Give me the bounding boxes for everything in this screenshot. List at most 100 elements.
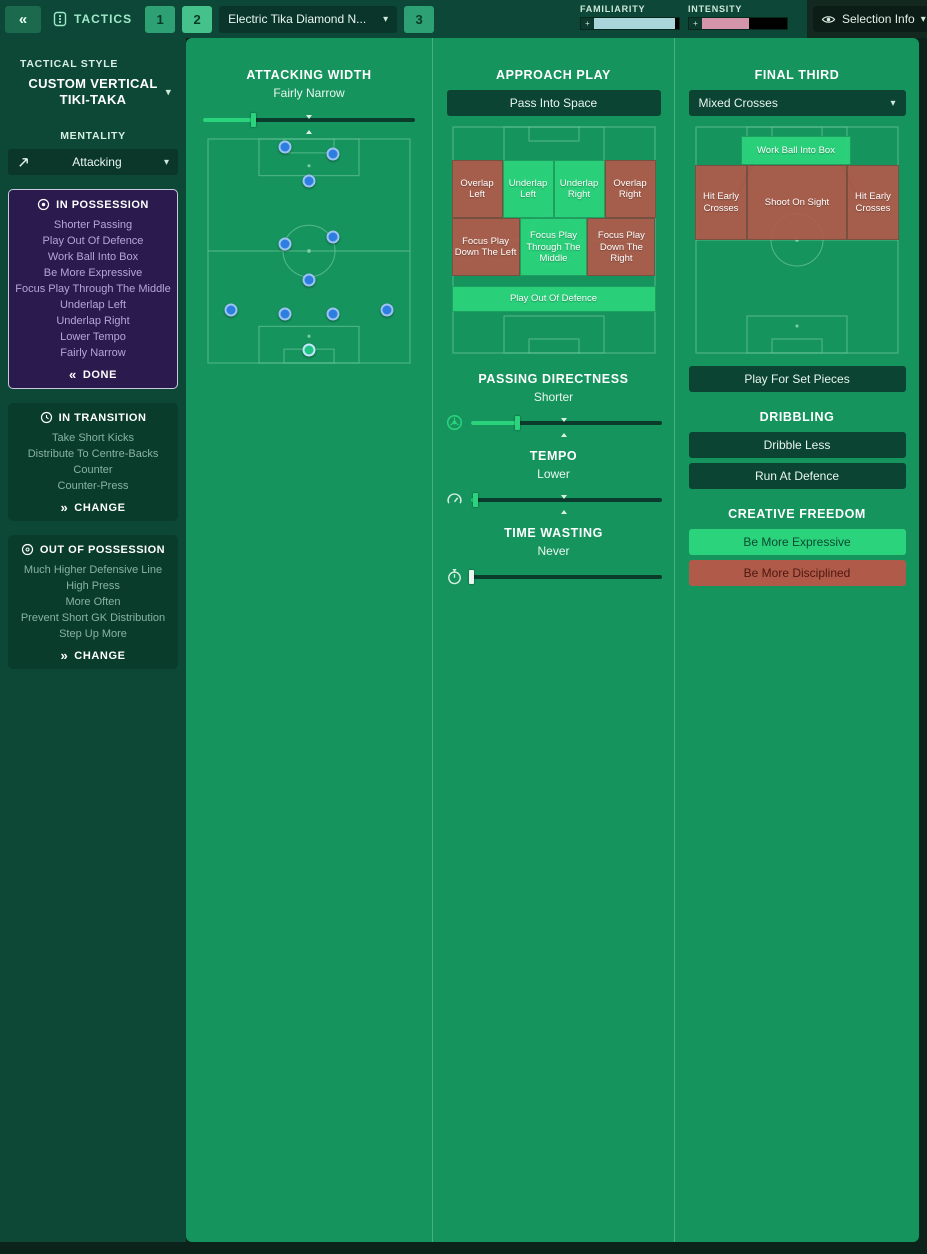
run-at-defence-button[interactable]: Run At Defence bbox=[688, 463, 906, 489]
passing-directness-label: PASSING DIRECTNESS bbox=[478, 372, 629, 386]
zone-focus-middle[interactable]: Focus Play Through The Middle bbox=[519, 218, 588, 277]
topbar: « TACTICS 1 2 Electric Tika Diamond N...… bbox=[0, 0, 927, 38]
tactic-tab-1[interactable]: 1 bbox=[145, 5, 176, 33]
change-in-transition-button[interactable]: » CHANGE bbox=[60, 500, 126, 515]
player-dot[interactable] bbox=[326, 147, 340, 161]
passing-directness-value: Shorter bbox=[533, 390, 574, 404]
default-marker-icon bbox=[561, 432, 568, 437]
instruction-item: Underlap Left bbox=[59, 299, 127, 311]
player-dot[interactable] bbox=[224, 303, 238, 317]
passing-directness-slider[interactable] bbox=[446, 414, 662, 437]
familiarity-bar: + bbox=[580, 17, 680, 30]
approach-play-section: APPROACH PLAY Pass Into Space Overlap Le… bbox=[432, 38, 674, 1242]
instruction-item: Counter bbox=[73, 464, 113, 476]
double-chevron-left-icon: « bbox=[18, 10, 28, 28]
instruction-item: Work Ball Into Box bbox=[47, 251, 139, 263]
player-dot[interactable] bbox=[302, 273, 316, 287]
player-dot[interactable] bbox=[302, 174, 316, 188]
zone-overlap-right[interactable]: Overlap Right bbox=[604, 160, 656, 219]
be-more-expressive-button[interactable]: Be More Expressive bbox=[688, 529, 906, 555]
zone-underlap-right[interactable]: Underlap Right bbox=[553, 160, 605, 219]
play-for-set-pieces-button[interactable]: Play For Set Pieces bbox=[688, 366, 906, 392]
tactic-tab-3[interactable]: 3 bbox=[404, 5, 435, 33]
in-transition-panel: IN TRANSITION Take Short Kicks Distribut… bbox=[8, 403, 178, 521]
player-dot[interactable] bbox=[380, 303, 394, 317]
tempo-handle[interactable] bbox=[473, 492, 479, 507]
player-dot[interactable] bbox=[326, 307, 340, 321]
zone-hit-early-crosses-right[interactable]: Hit Early Crosses bbox=[846, 165, 899, 241]
instruction-item: Much Higher Defensive Line bbox=[23, 564, 163, 576]
tactical-style-name: CUSTOM VERTICAL TIKI-TAKA bbox=[28, 76, 158, 107]
intensity-fill bbox=[702, 18, 749, 29]
instruction-item: Step Up More bbox=[59, 628, 127, 640]
default-marker-icon bbox=[561, 509, 568, 514]
familiarity-meter: FAMILIARITY + bbox=[580, 4, 680, 30]
zone-overlap-left[interactable]: Overlap Left bbox=[451, 160, 503, 219]
chevron-down-icon: ▾ bbox=[890, 97, 896, 109]
shield-icon bbox=[21, 543, 33, 556]
passing-directness-handle[interactable] bbox=[515, 415, 521, 430]
football-icon bbox=[446, 414, 462, 431]
attacking-width-slider[interactable] bbox=[203, 112, 415, 134]
pass-into-space-button[interactable]: Pass Into Space bbox=[446, 90, 661, 116]
selection-info-dropdown[interactable]: Selection Info ▾ bbox=[813, 6, 927, 32]
stopwatch-icon bbox=[447, 569, 461, 585]
mentality-label: MENTALITY bbox=[60, 130, 126, 142]
tactic-tab-2[interactable]: 2 bbox=[182, 5, 213, 33]
tempo-value: Lower bbox=[537, 467, 570, 481]
tempo-slider[interactable] bbox=[446, 491, 662, 514]
tempo-fill bbox=[470, 492, 479, 507]
default-marker-icon bbox=[561, 494, 568, 499]
zone-play-out-of-defence[interactable]: Play Out Of Defence bbox=[451, 285, 656, 312]
change-out-of-possession-button[interactable]: » CHANGE bbox=[60, 648, 126, 663]
player-dot[interactable] bbox=[278, 237, 292, 251]
player-dot[interactable] bbox=[278, 140, 292, 154]
time-wasting-label: TIME WASTING bbox=[504, 526, 603, 540]
final-third-pitch: Work Ball Into Box Hit Early Crosses Sho… bbox=[695, 126, 899, 354]
attacking-width-handle[interactable] bbox=[250, 113, 256, 127]
instruction-item: Play Out Of Defence bbox=[42, 235, 144, 247]
tempo-label: TEMPO bbox=[529, 449, 578, 463]
zone-hit-early-crosses-left[interactable]: Hit Early Crosses bbox=[695, 165, 748, 241]
familiarity-fill bbox=[594, 18, 675, 29]
player-dot[interactable] bbox=[278, 307, 292, 321]
done-button[interactable]: « DONE bbox=[68, 367, 118, 382]
in-possession-panel: IN POSSESSION Shorter Passing Play Out O… bbox=[8, 189, 178, 389]
tactic-name: Electric Tika Diamond N... bbox=[228, 12, 367, 26]
clock-icon bbox=[40, 411, 52, 424]
instruction-item: Fairly Narrow bbox=[60, 347, 126, 359]
intensity-meter: INTENSITY + bbox=[688, 4, 788, 30]
attacking-width-value: Fairly Narrow bbox=[273, 86, 345, 100]
out-of-possession-panel: OUT OF POSSESSION Much Higher Defensive … bbox=[8, 535, 178, 669]
pitch-lines bbox=[207, 138, 411, 364]
mentality-dropdown[interactable]: Attacking ▾ bbox=[8, 149, 178, 175]
player-dot[interactable] bbox=[326, 230, 340, 244]
familiarity-icon: + bbox=[581, 18, 594, 29]
time-wasting-slider[interactable] bbox=[446, 568, 662, 585]
crosses-dropdown[interactable]: Mixed Crosses ▾ bbox=[688, 90, 906, 116]
dribble-less-button[interactable]: Dribble Less bbox=[688, 432, 906, 458]
zone-focus-left[interactable]: Focus Play Down The Left bbox=[451, 218, 520, 277]
tactic-name-dropdown[interactable]: Electric Tika Diamond N... ▾ bbox=[219, 5, 398, 33]
zone-work-ball-into-box[interactable]: Work Ball Into Box bbox=[740, 136, 852, 166]
tactical-style-selector[interactable]: CUSTOM VERTICAL TIKI-TAKA ▾ bbox=[0, 76, 186, 108]
zone-focus-right[interactable]: Focus Play Down The Right bbox=[587, 218, 656, 277]
default-marker-icon bbox=[561, 417, 568, 422]
tactics-label: TACTICS bbox=[74, 12, 133, 26]
time-wasting-fill bbox=[469, 569, 475, 584]
double-chevron-left-icon: « bbox=[68, 367, 77, 382]
intensity-label: INTENSITY bbox=[688, 4, 743, 14]
instruction-item: Lower Tempo bbox=[60, 331, 126, 343]
player-dot-gk[interactable] bbox=[302, 343, 316, 357]
zone-underlap-left[interactable]: Underlap Left bbox=[502, 160, 554, 219]
double-chevron-right-icon: » bbox=[60, 648, 69, 663]
time-wasting-handle[interactable] bbox=[469, 569, 475, 584]
zone-shoot-on-sight[interactable]: Shoot On Sight bbox=[747, 165, 847, 241]
intensity-bar: + bbox=[688, 17, 788, 30]
instruction-item: Focus Play Through The Middle bbox=[15, 283, 171, 295]
time-wasting-value: Never bbox=[537, 544, 570, 558]
collapse-sidebar-button[interactable]: « bbox=[5, 5, 41, 33]
tactics-main-panel: ATTACKING WIDTH Fairly Narrow bbox=[186, 38, 919, 1242]
be-more-disciplined-button[interactable]: Be More Disciplined bbox=[688, 560, 906, 586]
default-marker-icon bbox=[306, 115, 312, 119]
